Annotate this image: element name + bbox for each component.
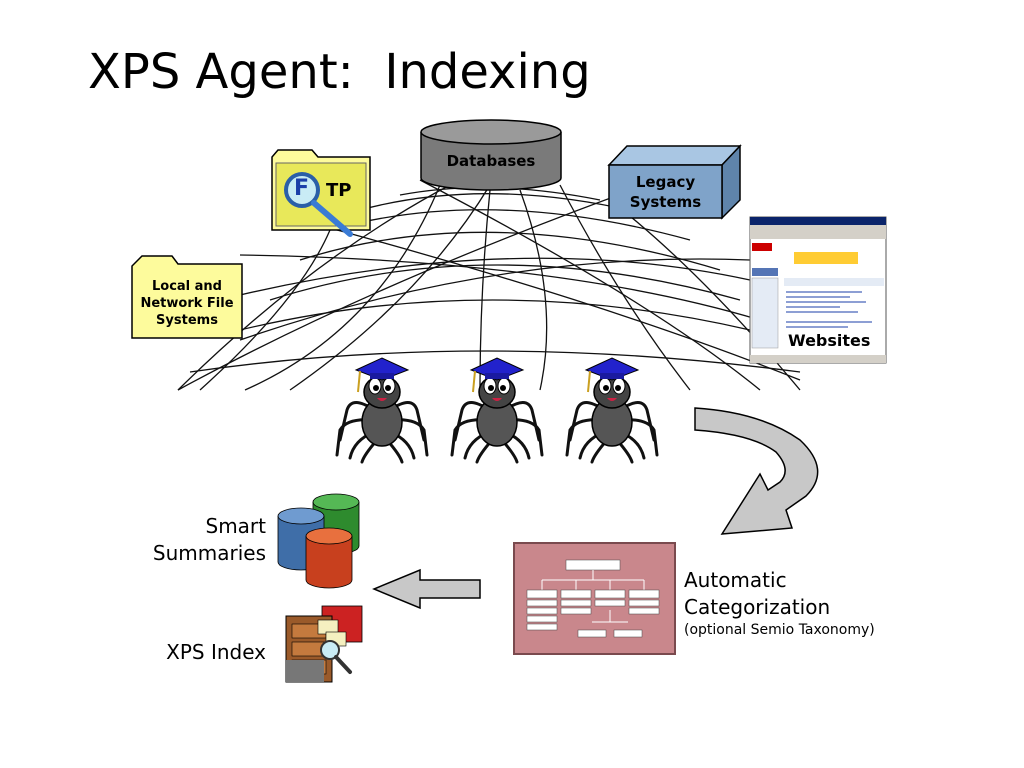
databases-label: Databases (446, 152, 536, 170)
databases-cylinder-icon (420, 119, 562, 191)
websites-label: Websites (786, 331, 873, 350)
local-folder-icon (131, 255, 243, 339)
local-line-1: Local and (151, 279, 222, 294)
local-line-3: Systems (156, 313, 218, 328)
ftp-folder-icon (271, 149, 371, 237)
legacy-line-2: Systems (629, 193, 702, 211)
spider-2-icon (450, 357, 544, 464)
local-network-label: Local and Network File Systems (132, 278, 242, 329)
local-line-2: Network File (140, 296, 234, 311)
automatic-categorization-label: Automatic Categorization (optional Semio… (684, 567, 875, 639)
auto-line-3: (optional Semio Taxonomy) (684, 622, 875, 638)
xps-index-label: XPS Index (166, 640, 266, 664)
curved-arrow-icon (694, 407, 819, 535)
taxonomy-chart-icon (513, 542, 676, 655)
smart-summaries-cylinders-icon (277, 493, 360, 589)
smart-line-1: Smart (205, 514, 267, 538)
smart-line-2: Summaries (152, 541, 266, 565)
smart-summaries-label: Smart Summaries (120, 513, 266, 567)
left-arrow-icon (372, 568, 481, 610)
legacy-systems-box-icon (607, 144, 742, 220)
xps-index-cabinet-icon (285, 605, 363, 683)
page-title: XPS Agent: Indexing (88, 44, 591, 100)
spider-web (177, 164, 801, 391)
auto-line-1: Automatic (684, 568, 787, 592)
legacy-line-1: Legacy (635, 173, 696, 191)
spider-1-icon (335, 357, 429, 464)
ftp-suffix: TP (326, 180, 352, 201)
spider-3-icon (565, 357, 659, 464)
legacy-systems-label: Legacy Systems (609, 172, 722, 212)
ftp-letter: F (294, 176, 310, 201)
auto-line-2: Categorization (684, 595, 831, 619)
